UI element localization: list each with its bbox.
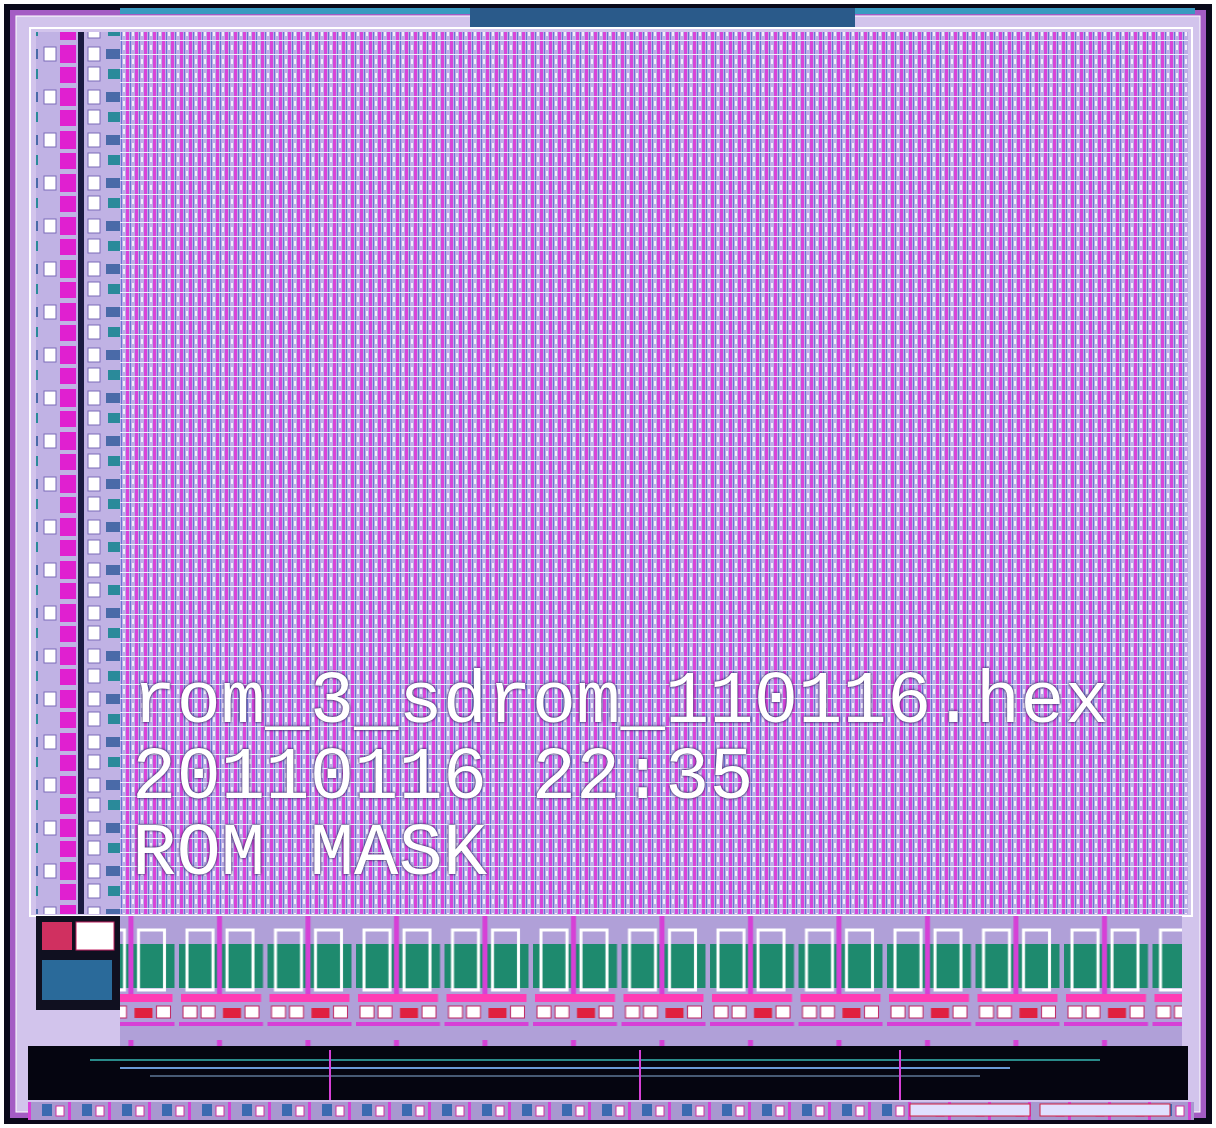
mask-watermark: rom_3_sdrom_110116.hex <box>132 664 1109 740</box>
mask-watermark: 20110116 22:35 <box>132 740 754 816</box>
mask-watermark: ROM MASK <box>132 816 487 892</box>
